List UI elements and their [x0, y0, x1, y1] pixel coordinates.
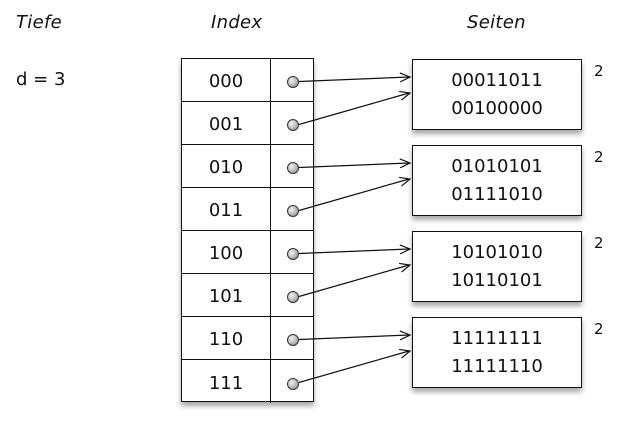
pointer-arrow-line: [298, 92, 410, 126]
index-key: 001: [182, 102, 271, 144]
page-entry: 01111010: [451, 183, 543, 205]
index-key: 101: [182, 274, 271, 316]
arrow-head-icon: [399, 262, 412, 273]
index-row-0: 000: [182, 59, 313, 102]
page-bucket-1: 01010101 01111010: [412, 145, 582, 216]
page-bucket-3: 11111111 11111110: [412, 317, 582, 388]
page-entry: 00100000: [451, 97, 543, 119]
index-table: 000 001 010 011 100 101 110 111: [181, 58, 314, 403]
pointer-dot-icon: [287, 162, 299, 174]
index-key: 011: [182, 188, 271, 230]
global-depth-label: d = 3: [16, 69, 66, 90]
index-row-7: 111: [182, 360, 313, 403]
page-entry: 01010101: [451, 155, 543, 177]
page-entry: 10110101: [451, 269, 543, 291]
pages-header: Seiten: [467, 12, 526, 33]
arrow-head-icon: [399, 348, 412, 359]
local-depth-label: 2: [594, 234, 604, 252]
page-bucket-2: 10101010 10110101: [412, 231, 582, 302]
page-entry: 11111110: [451, 355, 543, 377]
index-row-2: 010: [182, 145, 313, 188]
pointer-arrow-line: [298, 162, 410, 169]
pointer-dot-icon: [287, 205, 299, 217]
index-key: 000: [182, 59, 271, 101]
arrow-head-icon: [399, 90, 412, 101]
index-row-5: 101: [182, 274, 313, 317]
depth-header: Tiefe: [16, 12, 62, 33]
arrow-head-icon: [399, 176, 412, 187]
arrow-head-icon: [399, 330, 412, 341]
arrow-head-icon: [399, 158, 412, 169]
local-depth-label: 2: [594, 148, 604, 166]
arrow-head-icon: [399, 244, 412, 255]
page-entry: 11111111: [451, 327, 543, 349]
index-row-6: 110: [182, 317, 313, 360]
arrow-head-icon: [399, 72, 412, 83]
index-row-4: 100: [182, 231, 313, 274]
index-key: 110: [182, 317, 271, 359]
pointer-arrow-line: [298, 264, 410, 298]
pointer-arrow-line: [298, 248, 410, 255]
pointer-arrow-line: [298, 334, 410, 341]
page-entry: 10101010: [451, 241, 543, 263]
index-row-1: 001: [182, 102, 313, 145]
local-depth-label: 2: [594, 320, 604, 338]
pointer-arrow-line: [298, 178, 410, 212]
pointer-dot-icon: [287, 119, 299, 131]
pointer-dot-icon: [287, 377, 299, 390]
page-bucket-0: 00011011 00100000: [412, 59, 582, 130]
index-header: Index: [211, 12, 263, 33]
page-entry: 00011011: [451, 69, 543, 91]
index-key: 100: [182, 231, 271, 273]
pointer-dot-icon: [287, 334, 299, 346]
pointer-arrow-line: [298, 76, 410, 83]
pointer-dot-icon: [287, 76, 299, 88]
index-key: 111: [182, 360, 271, 403]
pointer-arrow-line: [298, 350, 410, 384]
local-depth-label: 2: [594, 62, 604, 80]
index-row-3: 011: [182, 188, 313, 231]
pointer-dot-icon: [287, 291, 299, 303]
pointer-dot-icon: [287, 248, 299, 260]
index-key: 010: [182, 145, 271, 187]
